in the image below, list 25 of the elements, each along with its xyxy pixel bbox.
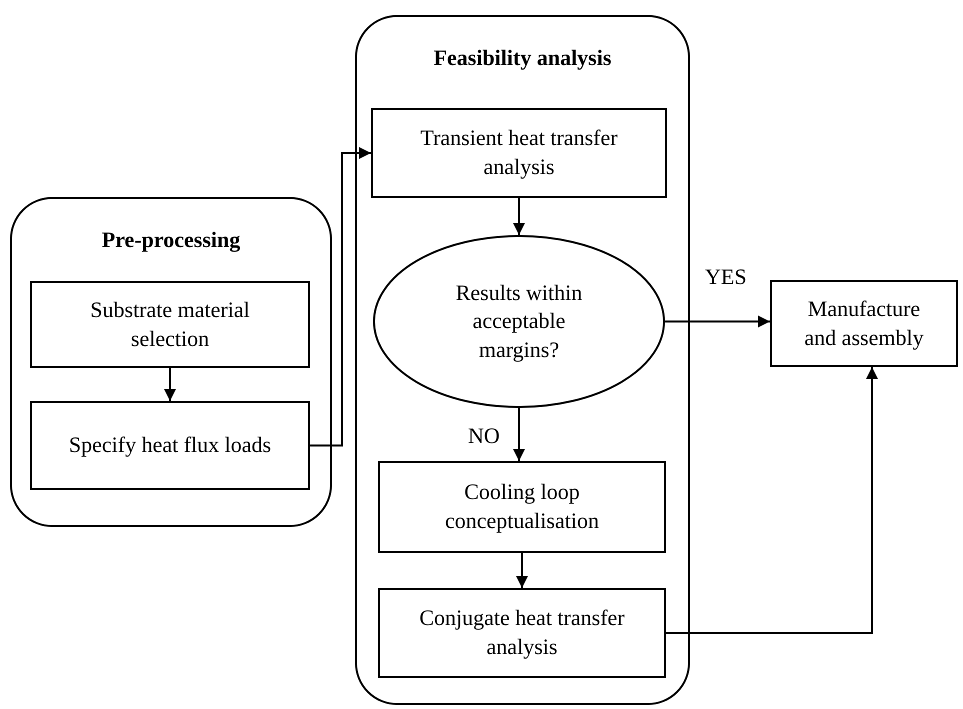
arrow [513,198,525,235]
group-container [10,197,332,527]
box-text: Transient heat transfer analysis [419,124,619,181]
group-heading: Pre-processing [100,227,242,253]
arrow [666,367,878,634]
box-text: Specify heat flux loads [68,431,272,460]
process-box [371,108,667,198]
arrow [513,408,525,461]
box-text: Manufacture and assembly [803,294,925,352]
process-box [30,401,310,490]
process-box [378,461,666,553]
box-text: Substrate material selection [89,296,251,352]
box-text: Conjugate heat transfer analysis [418,604,626,661]
group-container [355,15,690,705]
process-box [30,281,310,368]
process-box [378,588,666,678]
arrow [164,368,176,401]
process-box [770,280,958,367]
group-heading: Feasibility analysis [432,45,612,71]
decision-text: Results within acceptable margins? [454,278,584,364]
arrow [516,553,528,588]
box-text: Cooling loop conceptualisation [444,478,600,535]
decision-ellipse [373,235,665,408]
arrow [665,316,770,328]
arrow [310,147,371,446]
